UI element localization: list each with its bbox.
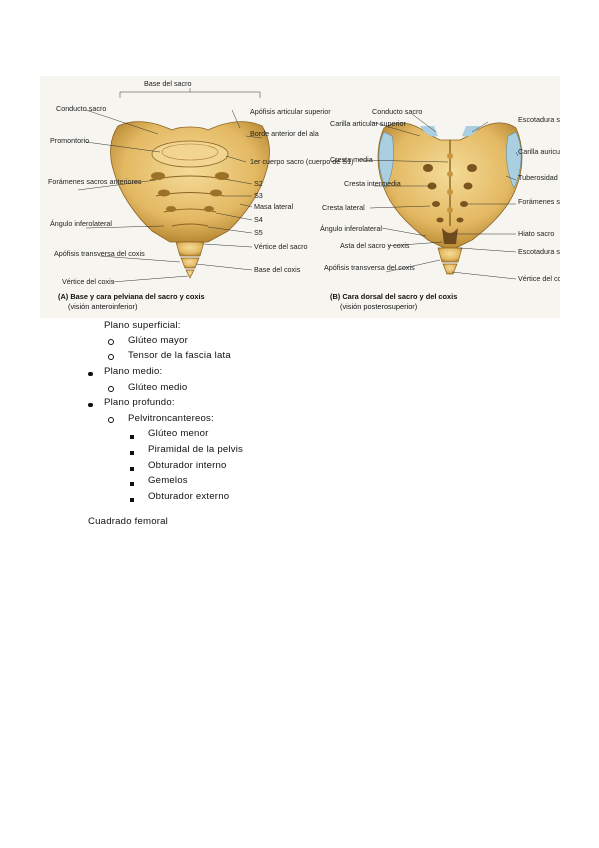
- label-cresta-lateral: Cresta lateral: [322, 203, 365, 212]
- list-item: Gemelos: [148, 475, 188, 486]
- label-cresta-intermedia: Cresta intermedia: [344, 179, 401, 188]
- heading-plano-profundo: Plano profundo:: [104, 397, 175, 408]
- sacrum-illustration: Base del sacro Conducto sacro Apófisis a…: [48, 79, 560, 311]
- heading-plano-superficial: Plano superficial:: [104, 320, 181, 331]
- caption-b-title: (B) Cara dorsal del sacro y del coxis: [330, 292, 457, 301]
- label-apofisis-transversa-a: Apófisis transversa del coxis: [54, 249, 145, 258]
- label-promontorio: Promontorio: [50, 136, 89, 145]
- ring-bullet: [108, 337, 114, 349]
- label-s2: S2: [254, 179, 263, 188]
- list-item: Glúteo mayor: [128, 335, 188, 346]
- panel-b: Conducto sacro Escotadura sacra superior…: [320, 107, 560, 311]
- dot-bullet: [88, 399, 93, 411]
- list-item: Piramidal de la pelvis: [148, 444, 244, 455]
- dot-bullet: [88, 368, 93, 380]
- label-cuerpo-sacro: 1er cuerpo sacro (cuerpo de S1): [250, 157, 353, 166]
- square-bullet: [130, 494, 134, 506]
- label-apofisis-transversa-b: Apófisis transversa del coxis: [324, 263, 415, 272]
- label-tuberosidad: Tuberosidad sacra: [518, 173, 560, 182]
- list-item: Obturador externo: [148, 491, 230, 502]
- sacrum-dorsal-shape: [377, 122, 523, 275]
- label-apofisis-articular: Apófisis articular superior: [250, 107, 331, 116]
- label-foramenes-posteriores: Forámenes sacros posteriores: [518, 197, 560, 206]
- label-borde-anterior: Borde anterior del ala: [250, 129, 319, 138]
- ring-bullet: [108, 384, 114, 396]
- label-foramenes-anteriores: Forámenes sacros anteriores: [48, 177, 142, 186]
- label-conducto-sacro-a: Conducto sacro: [56, 104, 106, 113]
- label-vertice-sacro: Vértice del sacro: [254, 242, 308, 251]
- panel-a: Base del sacro Conducto sacro Apófisis a…: [48, 79, 353, 311]
- heading-plano-medio: Plano medio:: [104, 366, 163, 377]
- label-carilla-articular: Carilla articular superior: [330, 119, 406, 128]
- label-cresta-media: Cresta media: [330, 155, 373, 164]
- caption-b-sub: (visión posterosuperior): [340, 302, 417, 311]
- sacrum-anterior-shape: [110, 121, 270, 279]
- label-base-sacro: Base del sacro: [144, 79, 192, 88]
- label-escotadura-sacrococcigea: Escotadura sacrocoxígea: [518, 247, 560, 256]
- label-hiato-sacro: Hiato sacro: [518, 229, 554, 238]
- label-s5: S5: [254, 228, 263, 237]
- square-bullet: [130, 463, 134, 475]
- label-conducto-sacro-b: Conducto sacro: [372, 107, 422, 116]
- label-vertice-coxis-b: Vértice del coxis: [518, 274, 560, 283]
- label-base-coxis: Base del coxis: [254, 265, 301, 274]
- anatomy-figure: Base del sacro Conducto sacro Apófisis a…: [40, 76, 560, 318]
- caption-a-sub: (visión anteroinferior): [68, 302, 137, 311]
- list-item: Glúteo menor: [148, 428, 209, 439]
- list-item: Glúteo medio: [128, 382, 188, 393]
- trailing-line: Cuadrado femoral: [88, 516, 168, 527]
- label-angulo-b: Ángulo inferolateral: [320, 224, 382, 233]
- label-carilla-auricular: Carilla auricular: [518, 147, 560, 156]
- square-bullet: [130, 478, 134, 490]
- list-item: Tensor de la fascia lata: [128, 350, 231, 361]
- label-angulo-a: Ángulo inferolateral: [50, 219, 112, 228]
- ring-bullet: [108, 352, 114, 364]
- subheading-pelvitroncantereos: Pelvitroncantereos:: [128, 413, 214, 424]
- label-vertice-coxis-a: Vértice del coxis: [62, 277, 115, 286]
- list-item: Obturador interno: [148, 460, 227, 471]
- square-bullet: [130, 447, 134, 459]
- label-escotadura-superior: Escotadura sacra superior: [518, 115, 560, 124]
- label-s3: S3: [254, 191, 263, 200]
- ring-bullet: [108, 415, 114, 427]
- label-s4: S4: [254, 215, 263, 224]
- caption-a-title: (A) Base y cara pelviana del sacro y cox…: [58, 292, 205, 301]
- label-asta: Asta del sacro y coxis: [340, 241, 410, 250]
- label-masa-lateral: Masa lateral: [254, 202, 294, 211]
- square-bullet: [130, 431, 134, 443]
